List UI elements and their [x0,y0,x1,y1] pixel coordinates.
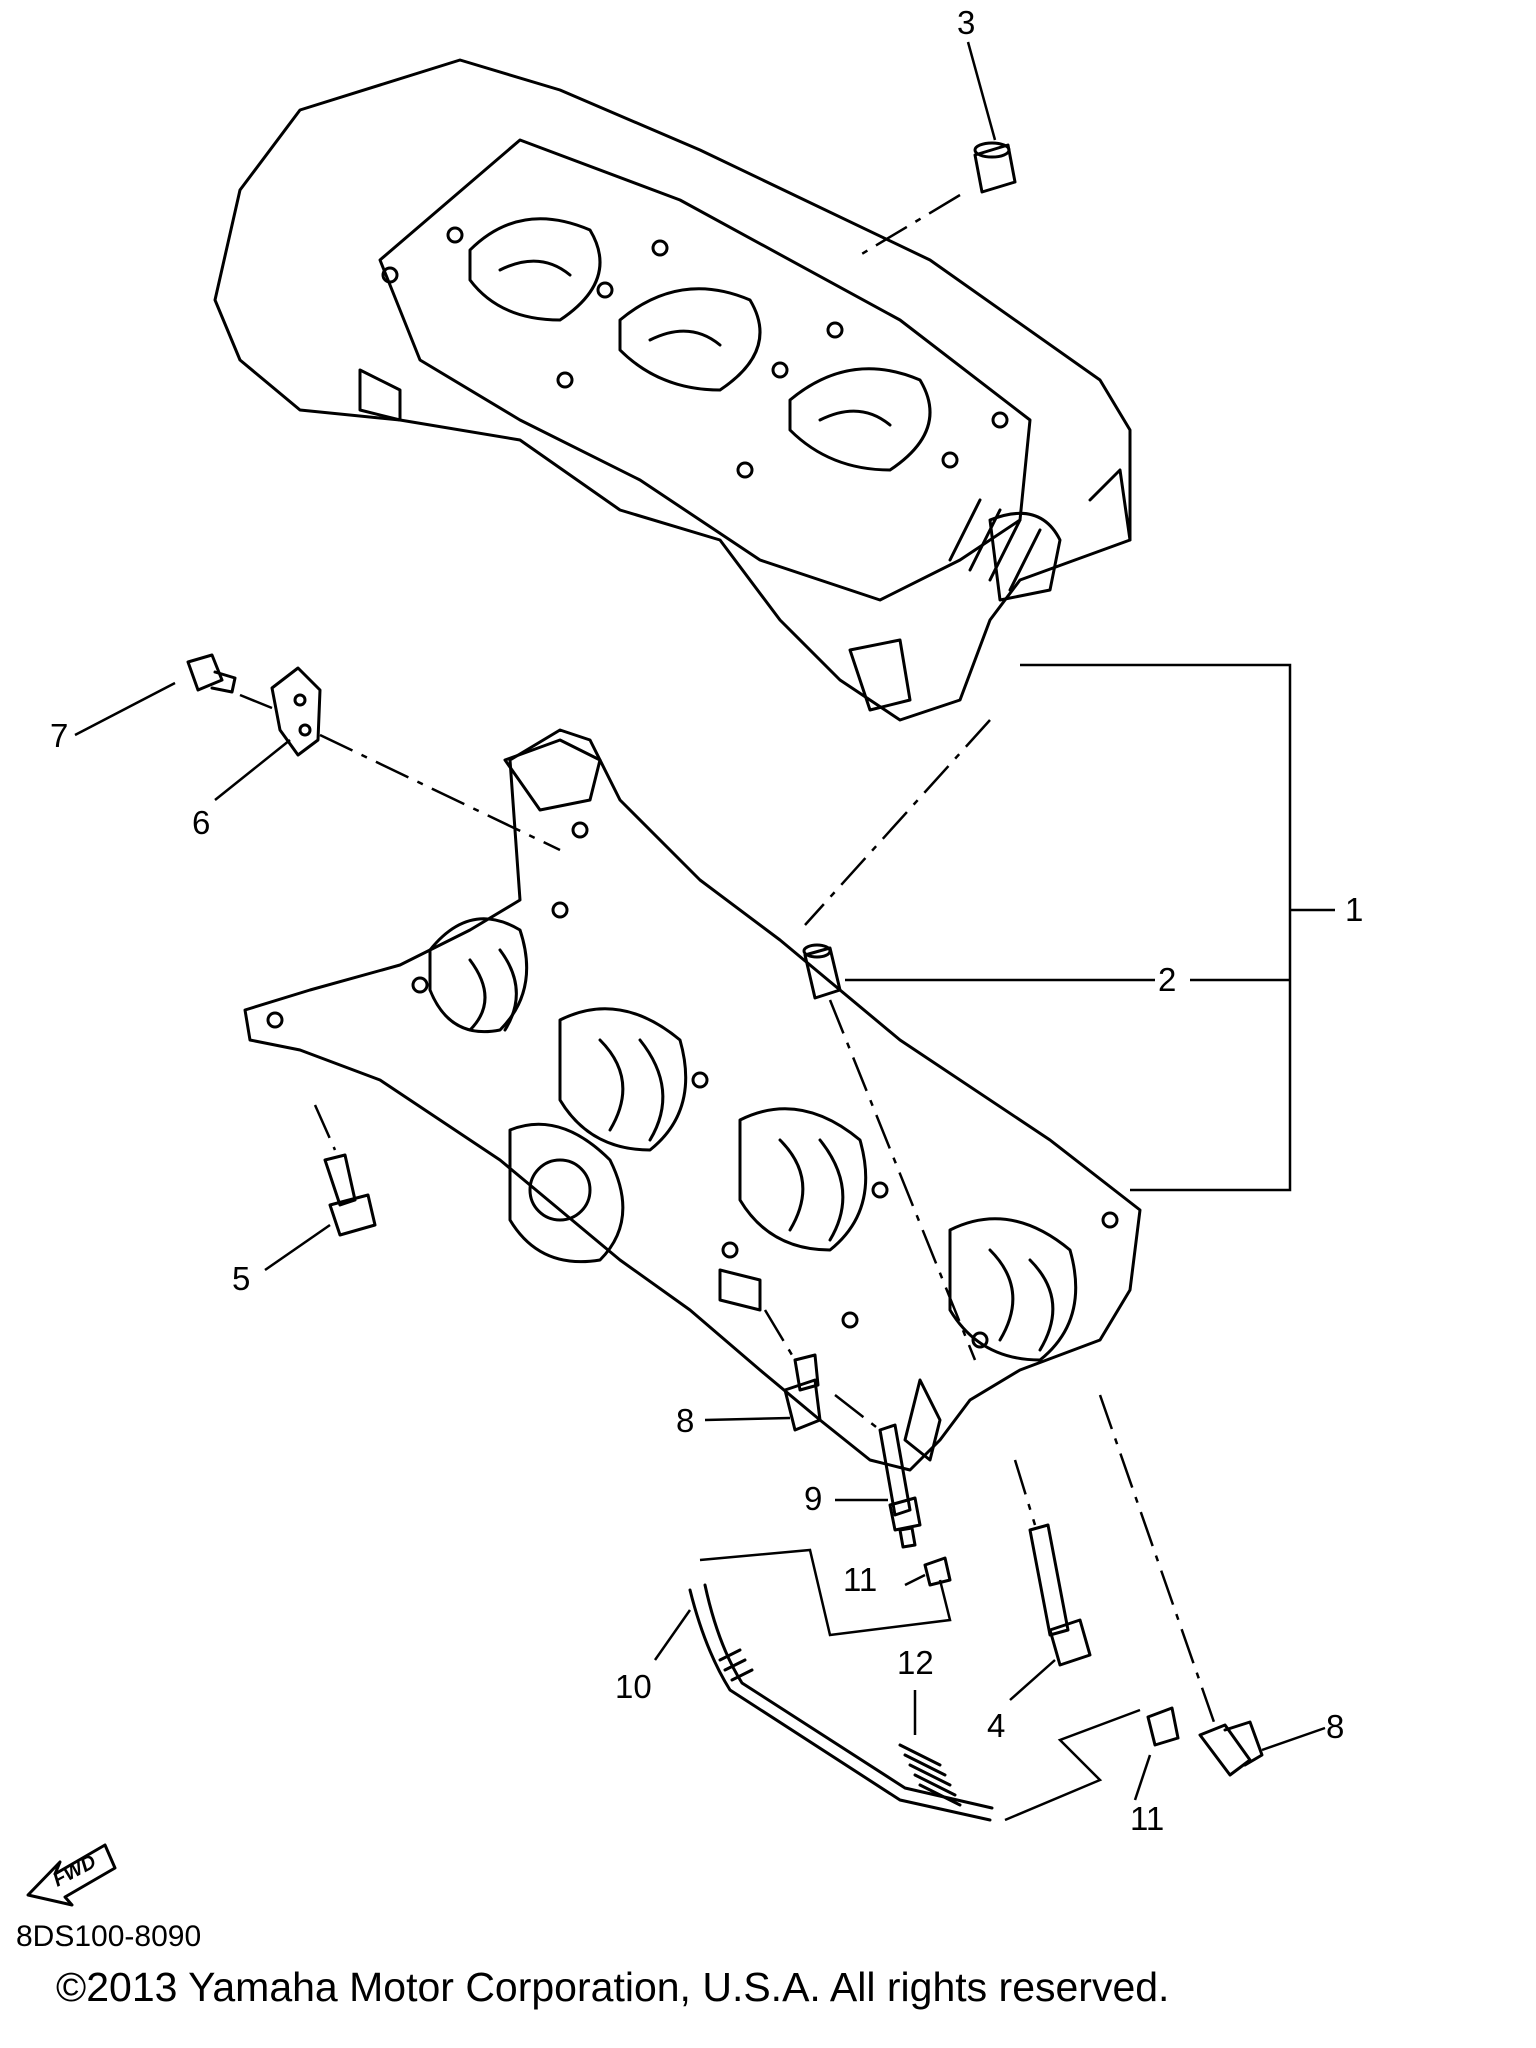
callout-2: 2 [1158,961,1177,998]
callout-11-upper: 11 [843,1561,878,1598]
part-12-spring [898,1743,962,1807]
leader-lines [74,41,1335,1822]
callout-8-upper: 8 [676,1402,695,1439]
part-8-fitting-a [783,1353,822,1432]
callout-1: 1 [1345,891,1364,928]
part-9-stud [878,1423,922,1549]
callout-6: 6 [192,804,211,841]
lower-crankcase [243,728,1142,1472]
callout-8-lower: 8 [1326,1708,1345,1745]
part-2-dowel [802,943,842,1000]
part-11-cap-b [1146,1706,1180,1747]
part-10-hose [688,1583,994,1822]
part-5-bolt [323,1153,377,1237]
callout-11-lower: 11 [1130,1800,1165,1837]
part-7-bolt [186,653,237,694]
callout-5: 5 [232,1260,251,1297]
callout-10: 10 [615,1668,652,1705]
diagram-code: 8DS100-8090 [16,1920,202,1953]
part-4-bolt [1028,1523,1092,1667]
copyright-notice: ©2013 Yamaha Motor Corporation, U.S.A. A… [56,1964,1170,2010]
callout-7: 7 [50,717,69,754]
part-11-cap-a [923,1556,952,1587]
callout-4: 4 [987,1707,1006,1744]
callout-12: 12 [897,1644,934,1681]
fwd-arrow-icon [26,1843,117,1907]
upper-crankcase [213,58,1132,722]
callout-3: 3 [957,4,976,41]
part-6-bracket [270,666,322,757]
part-8-fitting-b [1198,1720,1264,1777]
part-3-dowel [973,141,1017,194]
callout-9: 9 [804,1480,823,1517]
